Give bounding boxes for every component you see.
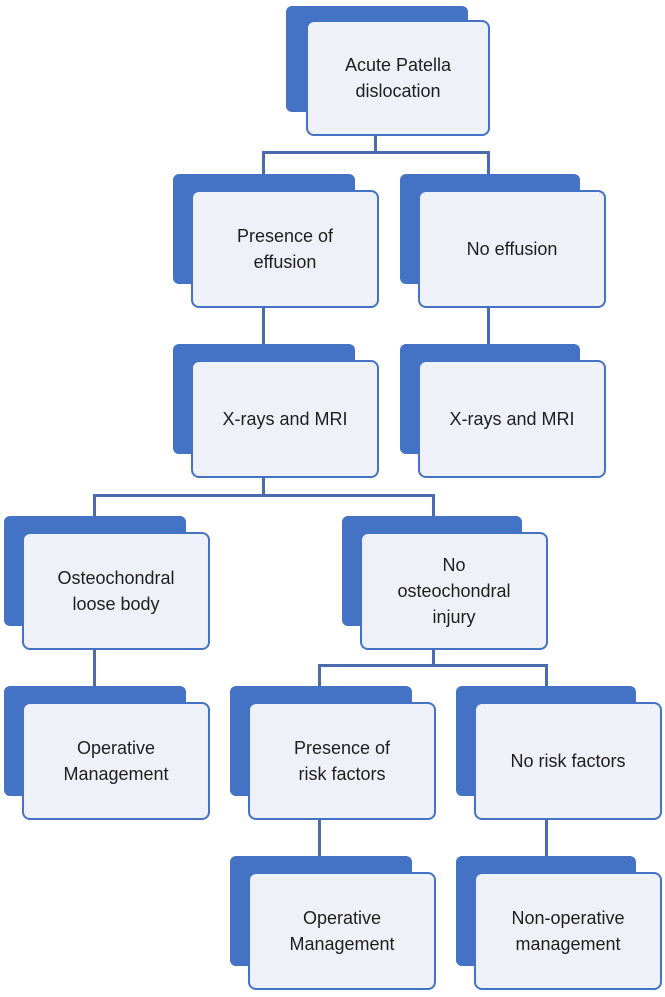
connector-to-no-effusion — [487, 151, 490, 193]
connector-to-no-injury — [432, 494, 435, 534]
node-presence-of-risk-factors: Presence of risk factors — [230, 686, 436, 822]
node-label: No effusion — [466, 238, 558, 259]
node-label: No osteochondral injury — [397, 554, 511, 628]
node-label: Acute Patella dislocation — [344, 54, 452, 101]
connector-loosebody-operative — [93, 648, 96, 704]
connector-effusion-xray — [262, 307, 265, 363]
connector-to-risk-factors — [318, 664, 321, 704]
node-no-risk-factors: No risk factors — [456, 686, 662, 822]
connector-root-down — [374, 134, 377, 152]
node-label: No risk factors — [510, 750, 626, 771]
node-acute-patella-dislocation: Acute Patella dislocation — [286, 6, 492, 138]
node-label: X-rays and MRI — [449, 408, 575, 429]
connector-to-effusion — [262, 151, 265, 193]
connector-norisk-nonoperative — [545, 818, 548, 874]
node-osteochondral-loose-body: Osteochondral loose body — [4, 516, 210, 652]
node-no-osteochondral-injury: No osteochondral injury — [342, 516, 548, 652]
node-label: Operative Management — [289, 907, 395, 954]
connector-noinjury-bar — [318, 664, 548, 667]
node-operative-management-1: Operative Management — [4, 686, 210, 822]
connector-noeffusion-xray — [487, 307, 490, 363]
node-no-effusion: No effusion — [400, 174, 606, 310]
connector-to-no-risk — [545, 664, 548, 704]
node-label: Presence of risk factors — [293, 737, 391, 784]
node-label: Operative Management — [63, 737, 169, 784]
connector-xray-down — [262, 476, 265, 496]
node-label: Osteochondral loose body — [57, 567, 175, 614]
connector-to-loose-body — [93, 494, 96, 534]
node-presence-of-effusion: Presence of effusion — [173, 174, 379, 310]
connector-xray-bar — [93, 494, 435, 497]
node-label: Non-operative management — [511, 907, 625, 954]
connector-root-bar — [262, 151, 490, 154]
node-non-operative-management: Non-operative management — [456, 856, 662, 992]
node-label: X-rays and MRI — [222, 408, 348, 429]
node-xrays-mri-right: X-rays and MRI — [400, 344, 606, 480]
node-label: Presence of effusion — [236, 225, 334, 272]
connector-noinjury-down — [432, 648, 435, 666]
connector-risk-operative — [318, 818, 321, 874]
node-xrays-mri-left: X-rays and MRI — [173, 344, 379, 480]
node-operative-management-2: Operative Management — [230, 856, 436, 992]
